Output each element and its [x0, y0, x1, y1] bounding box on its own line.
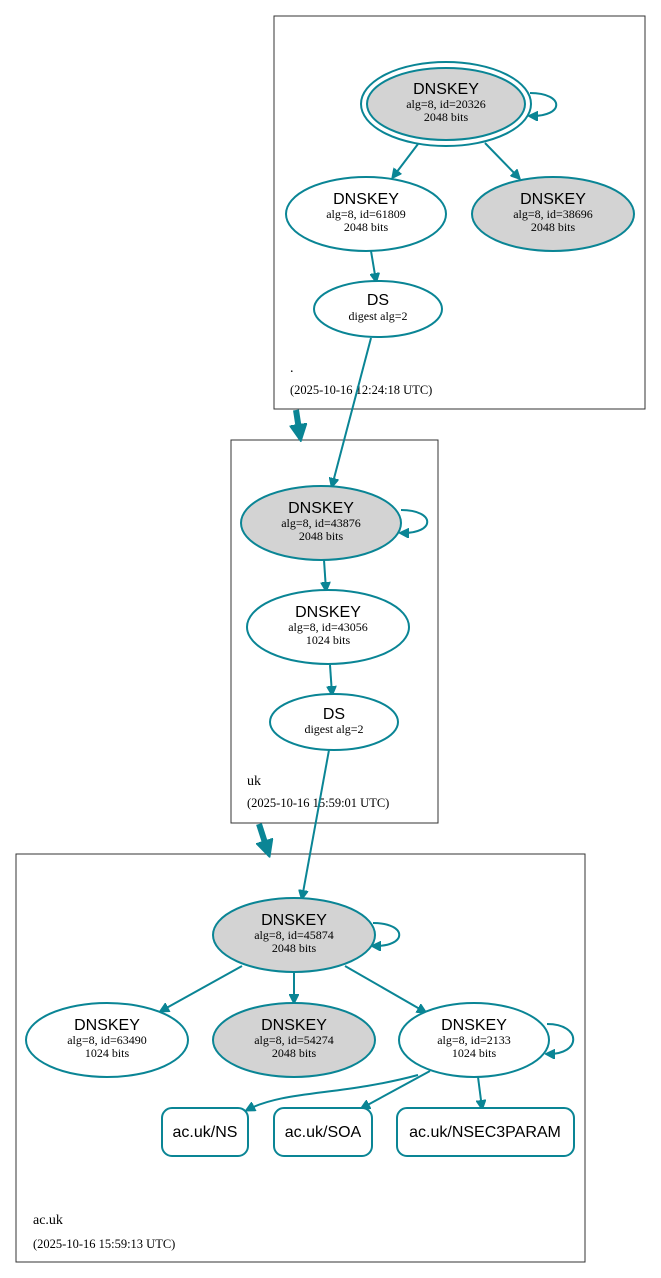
node-root-zsk-61809[interactable]: DNSKEY alg=8, id=61809 2048 bits — [285, 176, 447, 252]
node-bits: 2048 bits — [344, 220, 389, 234]
edge-acuk-k3-nsec3param — [478, 1076, 482, 1108]
node-bits: 1024 bits — [306, 633, 351, 647]
node-alg-id: alg=8, id=45874 — [254, 928, 334, 942]
edge-delegation-uk-acuk — [259, 823, 268, 852]
edge-acuk-k3-ns — [247, 1074, 419, 1110]
node-digest: digest alg=2 — [348, 309, 407, 323]
edge-uk-ds-acuk-ksk — [302, 749, 330, 898]
node-acuk-key-54274[interactable]: DNSKEY alg=8, id=54274 2048 bits — [212, 1002, 376, 1078]
node-alg-id: alg=8, id=61809 — [326, 207, 406, 221]
edge-uk-ksk-self — [401, 509, 429, 533]
zone-acuk-name: ac.uk — [33, 1213, 63, 1228]
node-bits: 1024 bits — [85, 1046, 130, 1060]
node-type: DNSKEY — [333, 191, 399, 208]
node-bits: 2048 bits — [424, 110, 469, 124]
zone-uk-timestamp: (2025-10-16 15:59:01 UTC) — [247, 796, 389, 810]
rrset-label: ac.uk/SOA — [285, 1124, 362, 1141]
node-root-zsk-38696[interactable]: DNSKEY alg=8, id=38696 2048 bits — [471, 176, 635, 252]
edge-acuk-k3-self — [547, 1023, 575, 1054]
node-type: DNSKEY — [441, 1017, 507, 1034]
edge-root-ksk-zsk2 — [484, 142, 519, 178]
node-root-ksk[interactable]: DNSKEY alg=8, id=20326 2048 bits — [360, 61, 532, 147]
node-acuk-ksk[interactable]: DNSKEY alg=8, id=45874 2048 bits — [212, 897, 376, 973]
edge-uk-ksk-zsk — [324, 559, 326, 590]
edge-root-ksk-zsk1 — [393, 143, 419, 177]
node-alg-id: alg=8, id=2133 — [437, 1033, 511, 1047]
node-bits: 2048 bits — [531, 220, 576, 234]
zone-root-name: . — [290, 361, 294, 376]
rrset-soa[interactable]: ac.uk/SOA — [273, 1107, 373, 1157]
rrset-nsec3param[interactable]: ac.uk/NSEC3PARAM — [396, 1107, 575, 1157]
node-type: DNSKEY — [261, 1017, 327, 1034]
node-type: DNSKEY — [261, 912, 327, 929]
node-type: DNSKEY — [520, 191, 586, 208]
node-digest: digest alg=2 — [304, 722, 363, 736]
node-alg-id: alg=8, id=43056 — [288, 620, 368, 634]
node-alg-id: alg=8, id=20326 — [406, 97, 486, 111]
node-bits: 2048 bits — [272, 1046, 317, 1060]
edge-acuk-ksk-k1 — [161, 965, 243, 1011]
rrset-ns[interactable]: ac.uk/NS — [161, 1107, 249, 1157]
edge-acuk-k3-soa — [362, 1070, 431, 1108]
node-bits: 1024 bits — [452, 1046, 497, 1060]
node-type: DNSKEY — [74, 1017, 140, 1034]
root-ksk-inner — [366, 67, 526, 141]
edge-uk-zsk-ds — [330, 664, 332, 694]
rrset-label: ac.uk/NS — [173, 1124, 238, 1141]
node-type: DNSKEY — [288, 500, 354, 517]
node-type: DS — [323, 706, 345, 723]
edge-root-zsk1-ds — [371, 250, 376, 281]
node-bits: 2048 bits — [299, 529, 344, 543]
node-alg-id: alg=8, id=43876 — [281, 516, 361, 530]
node-uk-zsk[interactable]: DNSKEY alg=8, id=43056 1024 bits — [246, 589, 410, 665]
zone-root-timestamp: (2025-10-16 12:24:18 UTC) — [290, 383, 432, 397]
node-bits: 2048 bits — [272, 941, 317, 955]
node-type: DNSKEY — [413, 81, 479, 98]
zone-uk-name: uk — [247, 774, 261, 789]
rrset-label: ac.uk/NSEC3PARAM — [409, 1124, 561, 1141]
edge-acuk-ksk-self — [373, 922, 401, 946]
edge-root-ds-uk-ksk — [332, 337, 372, 486]
node-uk-ds[interactable]: DS digest alg=2 — [269, 693, 399, 751]
edge-delegation-root-uk — [296, 409, 300, 436]
node-acuk-key-2133[interactable]: DNSKEY alg=8, id=2133 1024 bits — [398, 1002, 550, 1078]
edge-acuk-ksk-k3 — [344, 965, 425, 1012]
zone-acuk-timestamp: (2025-10-16 15:59:13 UTC) — [33, 1237, 175, 1251]
node-alg-id: alg=8, id=63490 — [67, 1033, 147, 1047]
node-alg-id: alg=8, id=38696 — [513, 207, 593, 221]
node-type: DNSKEY — [295, 604, 361, 621]
node-root-ds[interactable]: DS digest alg=2 — [313, 280, 443, 338]
node-acuk-key-63490[interactable]: DNSKEY alg=8, id=63490 1024 bits — [25, 1002, 189, 1078]
node-type: DS — [367, 292, 389, 309]
node-alg-id: alg=8, id=54274 — [254, 1033, 334, 1047]
node-uk-ksk[interactable]: DNSKEY alg=8, id=43876 2048 bits — [240, 485, 402, 561]
edge-root-ksk-self — [530, 92, 558, 116]
